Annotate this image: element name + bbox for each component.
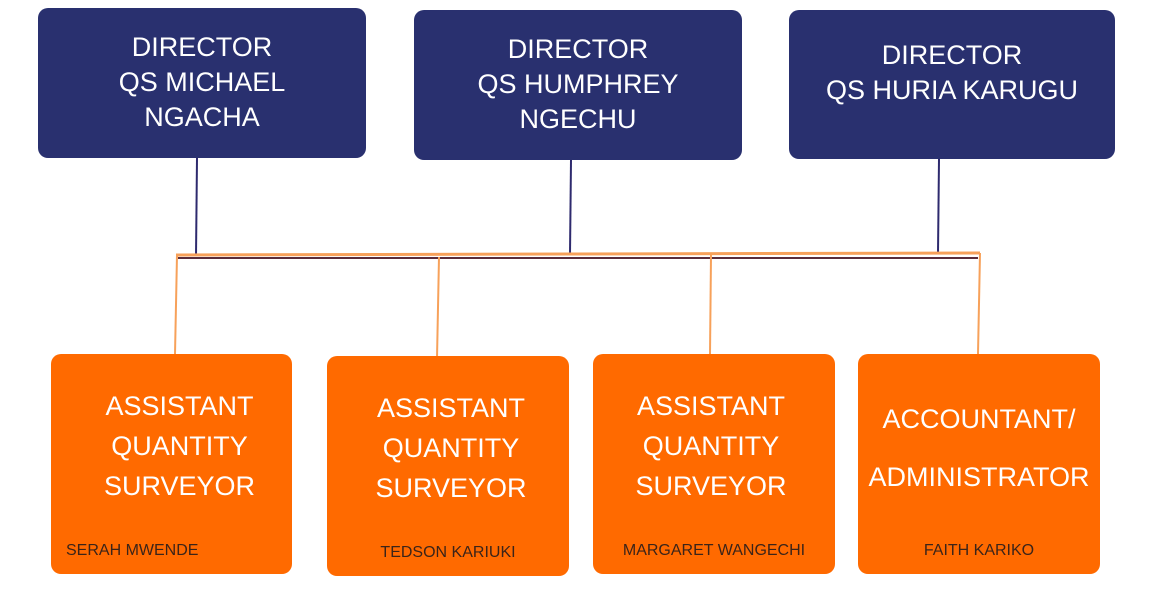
- staff-box-margaret-wangechi: ASSISTANT QUANTITY SURVEYOR MARGARET WAN…: [593, 354, 835, 574]
- director-name-line: QS MICHAEL: [118, 67, 286, 97]
- staff-title-line: ACCOUNTANT/: [882, 404, 1076, 434]
- staff-title-line: SURVEYOR: [103, 471, 256, 501]
- director-name-line: NGECHU: [519, 104, 637, 134]
- connector-director-2: [569, 159, 572, 255]
- director-box-humphrey-ngechu: DIRECTOR QS HUMPHREY NGECHU: [414, 10, 742, 160]
- director-name-line: QS HURIA KARUGU: [825, 75, 1079, 105]
- staff-name: MARGARET WANGECHI: [622, 542, 806, 559]
- staff-box-faith-kariko: ACCOUNTANT/ ADMINISTRATOR FAITH KARIKO: [858, 354, 1100, 574]
- director-name-line: QS HUMPHREY: [477, 69, 679, 99]
- director-box-michael-ngacha: DIRECTOR QS MICHAEL NGACHA: [38, 8, 366, 158]
- staff-name: FAITH KARIKO: [923, 542, 1035, 559]
- connector-staff-1: [174, 254, 178, 355]
- director-name-line: NGACHA: [144, 102, 260, 132]
- connector-staff-3: [709, 254, 712, 355]
- staff-box-serah-mwende: ASSISTANT QUANTITY SURVEYOR SERAH MWENDE: [51, 354, 292, 574]
- connector-director-1: [195, 157, 198, 257]
- staff-title-line: QUANTITY: [642, 431, 780, 461]
- staff-title-line: ASSISTANT: [636, 391, 785, 421]
- staff-title-line: SURVEYOR: [635, 471, 787, 501]
- connector-staff-2: [436, 256, 440, 359]
- director-box-huria-karugu: DIRECTOR QS HURIA KARUGU: [789, 10, 1115, 159]
- staff-title-line: ASSISTANT: [105, 391, 254, 421]
- staff-name: SERAH MWENDE: [66, 542, 199, 559]
- connector-staff-4: [977, 252, 981, 355]
- connector-director-3: [937, 158, 940, 254]
- staff-box-tedson-kariuki: ASSISTANT QUANTITY SURVEYOR TEDSON KARIU…: [327, 356, 569, 576]
- staff-title-line: QUANTITY: [382, 433, 520, 463]
- staff-title-line: QUANTITY: [111, 431, 248, 461]
- connector-bus-orange: [175, 251, 981, 257]
- staff-title-line: ADMINISTRATOR: [868, 462, 1090, 492]
- director-role-label: DIRECTOR: [881, 40, 1023, 70]
- director-role-label: DIRECTOR: [131, 32, 273, 62]
- staff-title-line: ASSISTANT: [376, 393, 525, 423]
- director-role-label: DIRECTOR: [507, 34, 649, 64]
- staff-title-line: SURVEYOR: [375, 473, 527, 503]
- staff-name: TEDSON KARIUKI: [380, 544, 516, 561]
